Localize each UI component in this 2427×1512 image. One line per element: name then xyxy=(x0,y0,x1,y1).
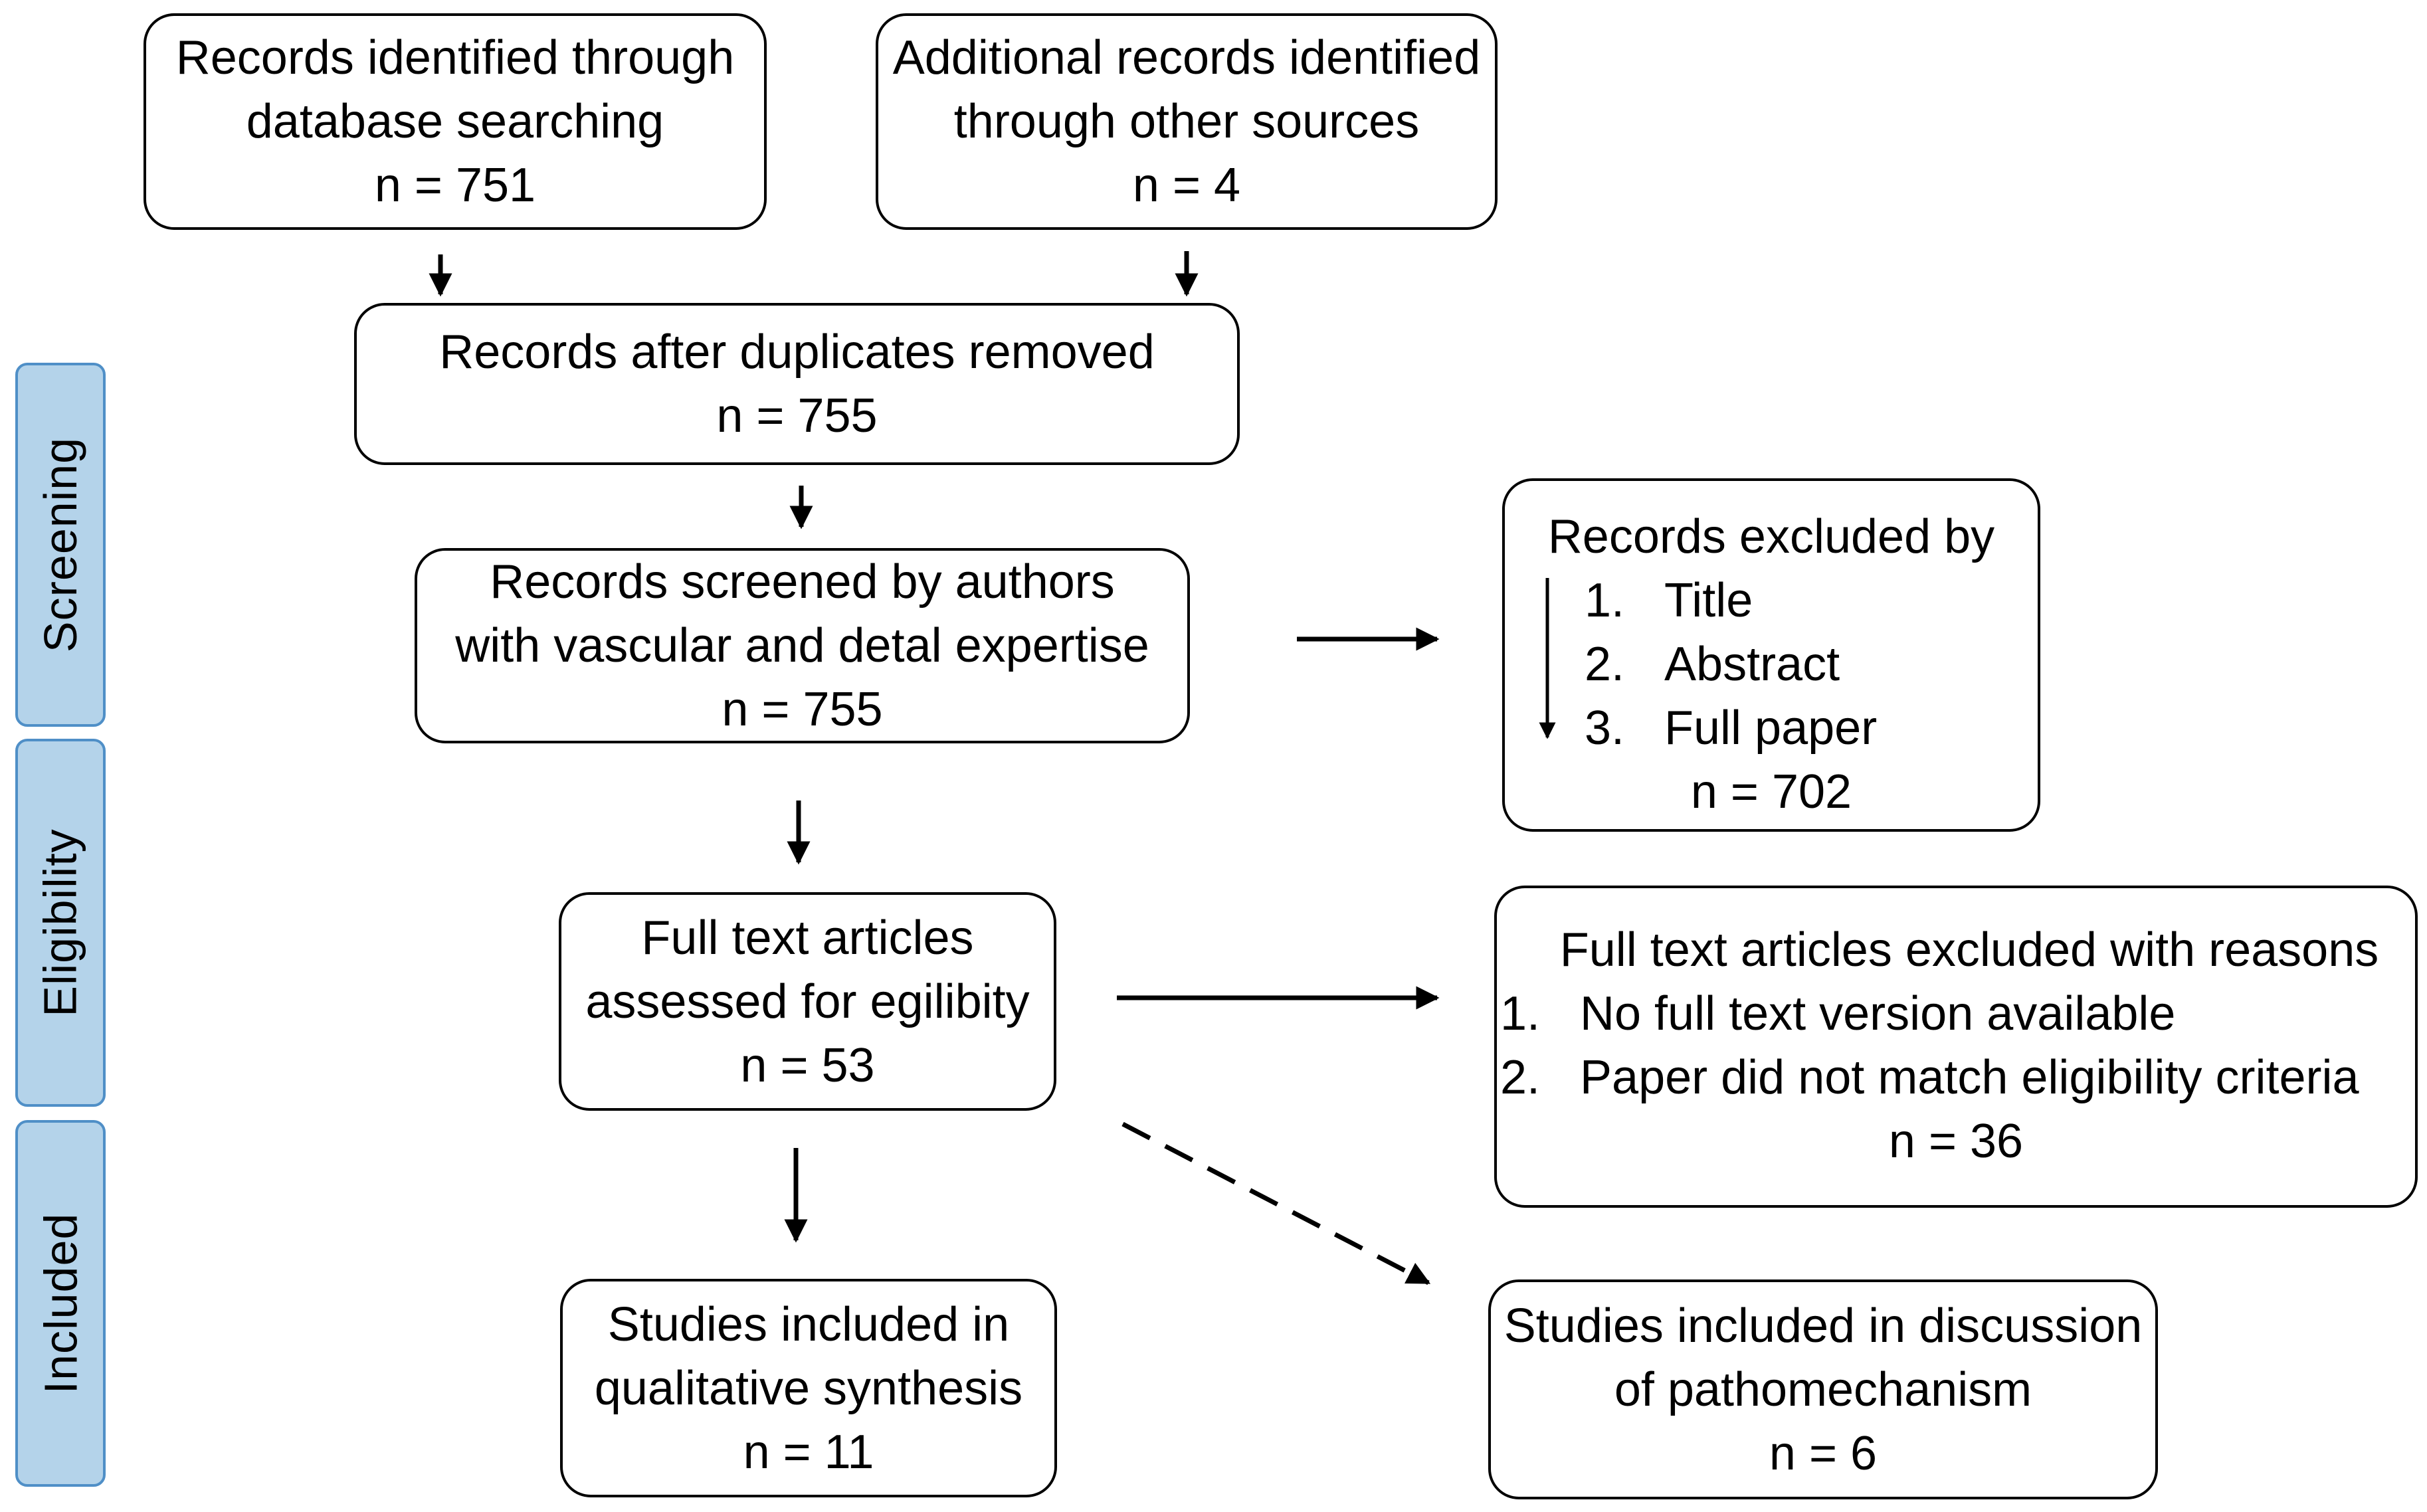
exclusion-stage-number: 2. xyxy=(1585,638,1625,691)
arrow-assessed-to-discussion-dashed xyxy=(1121,1121,1431,1285)
box-qualitative-line1: Studies included in xyxy=(607,1297,1010,1351)
phase-label-included: Included xyxy=(15,1120,106,1487)
box-screened-count: n = 755 xyxy=(722,683,883,736)
exclusion-stage-item: 3. Full paper xyxy=(1585,696,2038,760)
box-records-excluded: Records excluded by 1. Title 2. Abstract… xyxy=(1502,478,2040,832)
exclusion-stage-number: 3. xyxy=(1585,702,1625,755)
box-records-database-line2: database searching xyxy=(246,95,664,148)
box-excluded-count: n = 702 xyxy=(1690,765,1852,818)
box-discussion-line2: of pathomechanism xyxy=(1614,1363,2032,1416)
box-records-other-count: n = 4 xyxy=(1132,159,1241,212)
exclusion-reason-number: 2. xyxy=(1500,1051,1541,1104)
box-qualitative-count: n = 11 xyxy=(743,1425,874,1479)
box-qualitative-line2: qualitative synthesis xyxy=(594,1361,1023,1415)
box-duplicates-count: n = 755 xyxy=(716,389,878,442)
exclusion-reason-label: No full text version available xyxy=(1580,987,2176,1040)
exclusion-stage-label: Abstract xyxy=(1664,638,1840,691)
box-assessed-line2: assessed for egilibity xyxy=(585,975,1030,1028)
box-records-database-count: n = 751 xyxy=(374,159,536,212)
exclusion-stage-number: 1. xyxy=(1585,574,1625,627)
exclusion-reason-item: 2. Paper did not match eligibility crite… xyxy=(1497,1046,2415,1109)
box-full-text-excluded: Full text articles excluded with reasons… xyxy=(1494,886,2418,1208)
phase-label-eligibility: Eligibility xyxy=(15,739,106,1107)
box-full-text-assessed: Full text articles assessed for egilibit… xyxy=(559,892,1056,1111)
box-excluded-title: Records excluded by xyxy=(1547,510,1995,563)
box-duplicates-removed: Records after duplicates removed n = 755 xyxy=(354,303,1240,465)
exclusion-stage-label: Full paper xyxy=(1664,702,1878,755)
box-records-screened: Records screened by authors with vascula… xyxy=(415,548,1190,743)
box-duplicates-line1: Records after duplicates removed xyxy=(439,326,1155,379)
box-included-qualitative: Studies included in qualitative synthesi… xyxy=(560,1279,1057,1497)
exclusion-reason-label: Paper did not match eligibility criteria xyxy=(1580,1051,2359,1104)
exclusion-stage-item: 2. Abstract xyxy=(1585,632,2038,696)
box-included-discussion: Studies included in discussion of pathom… xyxy=(1488,1279,2158,1499)
box-assessed-count: n = 53 xyxy=(740,1038,875,1092)
box-records-database: Records identified through database sear… xyxy=(144,13,767,230)
box-full-text-excluded-title: Full text articles excluded with reasons xyxy=(1559,923,2379,977)
exclusion-stage-list: 1. Title 2. Abstract 3. Full paper xyxy=(1585,569,2038,760)
phase-label-screening: Screening xyxy=(15,363,106,727)
box-discussion-count: n = 6 xyxy=(1769,1426,1878,1480)
box-full-text-excluded-count: n = 36 xyxy=(1888,1115,2024,1168)
exclusion-stage-item: 1. Title xyxy=(1585,569,2038,632)
box-discussion-line1: Studies included in discussion xyxy=(1504,1299,2143,1353)
box-screened-line2: with vascular and detal expertise xyxy=(455,619,1149,672)
exclusion-reason-item: 1. No full text version available xyxy=(1497,982,2415,1046)
exclusion-stage-label: Title xyxy=(1664,574,1753,627)
box-screened-line1: Records screened by authors xyxy=(490,555,1115,609)
exclusion-reason-list: 1. No full text version available 2. Pap… xyxy=(1497,982,2415,1109)
exclusion-reason-number: 1. xyxy=(1500,987,1541,1040)
box-records-other-sources: Additional records identified through ot… xyxy=(876,13,1498,230)
box-assessed-line1: Full text articles xyxy=(641,911,974,965)
box-records-other-line1: Additional records identified xyxy=(892,31,1481,84)
box-records-other-line2: through other sources xyxy=(953,95,1420,148)
box-records-database-line1: Records identified through xyxy=(175,31,735,84)
